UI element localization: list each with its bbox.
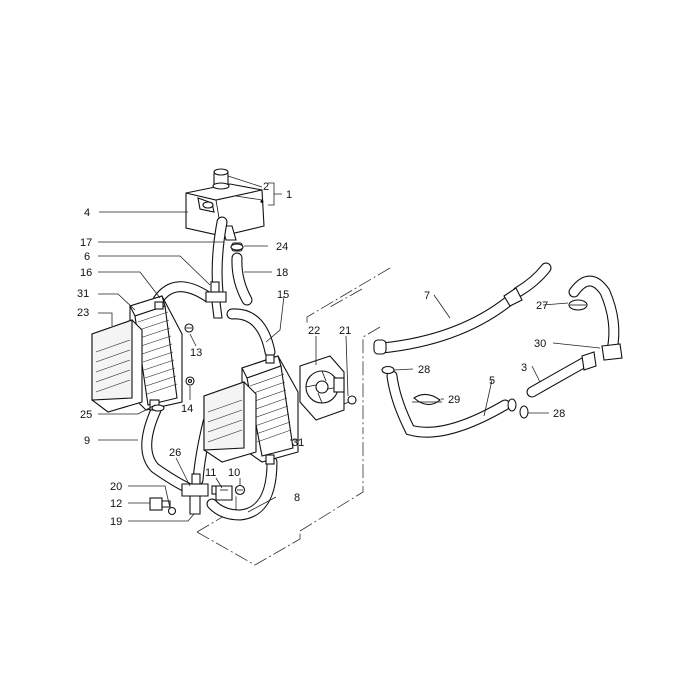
callout-1: 1 — [286, 189, 292, 201]
callout-5: 5 — [489, 375, 495, 387]
assembly-guide-lines — [196, 267, 391, 566]
hose-connector-3 — [581, 351, 597, 371]
callout-13: 13 — [190, 347, 202, 359]
callout-15: 15 — [277, 289, 289, 301]
leader-lines — [98, 175, 601, 522]
callout-8: 8 — [294, 492, 300, 504]
callout-labels: 1 2 • 3 4 5 6 7 8 9 10 11 12 13 14 15 16… — [77, 181, 565, 528]
tank-cap — [212, 168, 230, 190]
clamp-24 — [230, 243, 244, 251]
callout-21: 21 — [339, 325, 351, 337]
screw-13 — [184, 323, 194, 333]
callout-28a: 28 — [418, 364, 430, 376]
screw-10 — [234, 484, 246, 496]
tee-fitting-upper — [205, 281, 227, 319]
callout-7: 7 — [424, 290, 430, 302]
washer-20 — [167, 506, 177, 516]
radiator-shroud-left — [91, 319, 143, 413]
callout-25: 25 — [80, 409, 92, 421]
callout-3: 3 — [521, 362, 527, 374]
callout-17: 17 — [80, 237, 92, 249]
callout-11: 11 — [205, 467, 216, 479]
hose-connector-7 — [373, 287, 523, 355]
callout-29: 29 — [448, 394, 460, 406]
nut-14 — [185, 376, 195, 386]
callout-6: 6 — [84, 251, 90, 263]
bracket-marker: • — [260, 196, 264, 208]
callout-23: 23 — [77, 307, 89, 319]
clamp-25 — [151, 404, 165, 412]
hoses-right — [376, 262, 620, 438]
callout-26: 26 — [169, 447, 181, 459]
callout-31a: 31 — [77, 288, 89, 300]
callout-28b: 28 — [553, 408, 565, 420]
callout-31b: 31 — [292, 437, 304, 449]
radiator-left — [129, 295, 183, 411]
callout-18: 18 — [276, 267, 288, 279]
screw-21 — [343, 395, 357, 405]
clamp-27 — [568, 299, 588, 311]
clamp-29 — [412, 393, 442, 406]
callout-2: 2 — [263, 181, 269, 193]
callout-16: 16 — [80, 267, 92, 279]
callout-14: 14 — [181, 403, 193, 415]
clamp-28-left — [381, 365, 395, 375]
callout-9: 9 — [84, 435, 90, 447]
callout-10: 10 — [228, 467, 240, 479]
cooling-fan — [299, 355, 345, 421]
callout-22: 22 — [308, 325, 320, 337]
callout-27: 27 — [536, 300, 548, 312]
clamp-28-right — [507, 398, 529, 419]
callout-24: 24 — [276, 241, 288, 253]
callout-19: 19 — [110, 516, 122, 528]
callout-12: 12 — [110, 498, 122, 510]
temperature-sensor — [149, 497, 171, 511]
callout-30: 30 — [534, 338, 546, 350]
callout-4: 4 — [84, 207, 90, 219]
hoses-left — [141, 216, 278, 521]
radiator-shroud-right — [203, 381, 257, 463]
callout-20: 20 — [110, 481, 122, 493]
hose-connector-30 — [601, 343, 623, 361]
bracket-11 — [215, 485, 233, 501]
